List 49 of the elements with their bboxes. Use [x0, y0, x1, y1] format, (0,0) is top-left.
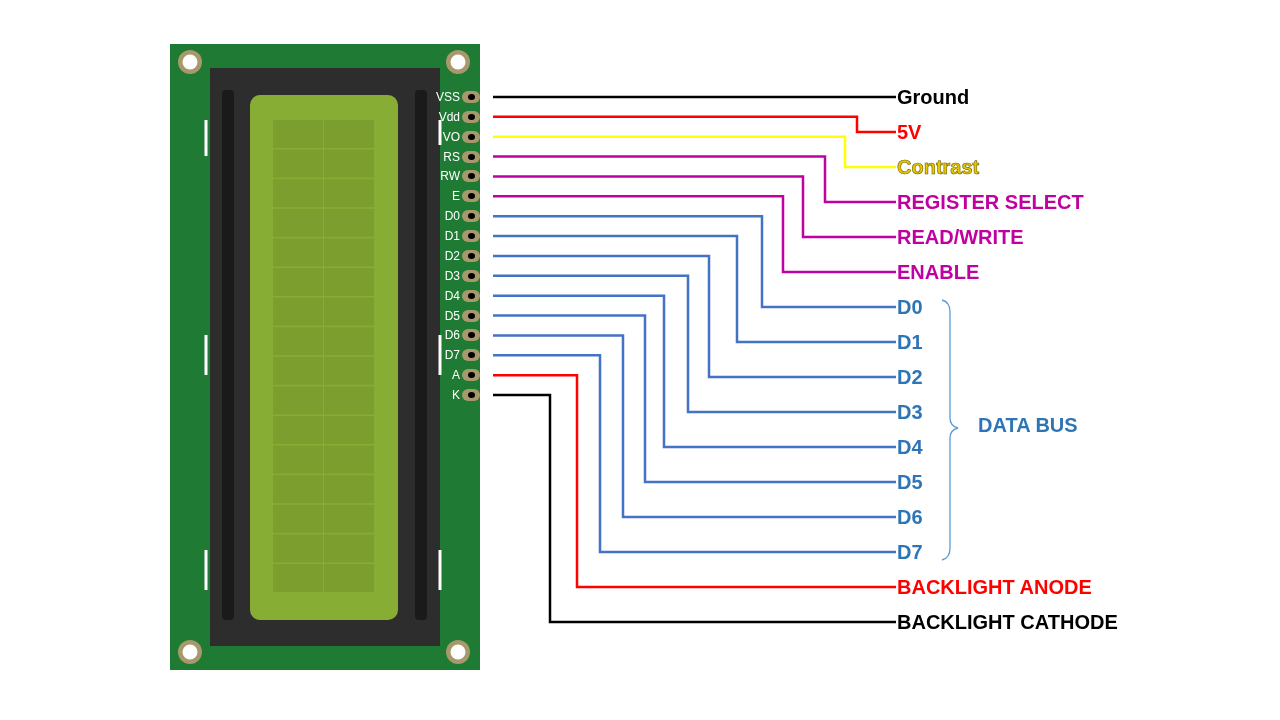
wire	[493, 115, 896, 134]
signal-label: D7	[897, 540, 923, 564]
pin-label: D7	[444, 348, 460, 363]
pin-label: D5	[444, 308, 460, 323]
signal-label: D6	[897, 505, 923, 529]
wire	[493, 175, 896, 239]
signal-label: D5	[897, 470, 923, 494]
signal-label: D1	[897, 330, 923, 354]
pin-label: A	[452, 368, 460, 383]
signal-label: 5V	[897, 120, 922, 144]
signal-label: READ/WRITE	[897, 225, 1024, 249]
pin-label: RW	[440, 169, 460, 184]
signal-label: ENABLE	[897, 260, 980, 284]
wire	[493, 274, 896, 414]
pin-label: D0	[444, 209, 460, 224]
pin-label: K	[452, 388, 460, 403]
signal-label: Ground	[897, 85, 970, 109]
wire	[493, 334, 896, 519]
pin-label: D6	[444, 328, 460, 343]
pin-label: D1	[444, 229, 460, 244]
pin-label: VO	[442, 129, 460, 144]
wire	[493, 95, 896, 99]
wire	[493, 373, 896, 589]
wire	[493, 314, 896, 484]
signal-label: REGISTER SELECT	[897, 190, 1084, 214]
group-label: DATA BUS	[978, 414, 1078, 437]
wire	[493, 294, 896, 449]
wire	[493, 155, 896, 204]
pin-label: D4	[444, 288, 460, 303]
signal-label: D0	[897, 295, 923, 319]
signal-label: Contrast	[897, 155, 980, 179]
pin-label: D2	[444, 248, 460, 263]
signal-label: D2	[897, 365, 923, 389]
pin-label: RS	[443, 149, 460, 164]
wire	[493, 254, 896, 379]
pin-label: VSS	[436, 90, 460, 104]
pin-label: Vdd	[438, 109, 460, 124]
wire	[493, 354, 896, 554]
pin-label: E	[452, 189, 460, 204]
wire	[493, 214, 896, 309]
wire	[493, 234, 896, 344]
signal-label: D4	[897, 435, 923, 459]
signal-label: D3	[897, 400, 923, 424]
pin-label: D3	[444, 268, 460, 283]
signal-label: BACKLIGHT ANODE	[897, 575, 1092, 599]
wire	[493, 135, 896, 169]
wire	[493, 195, 896, 274]
signal-label: BACKLIGHT CATHODE	[897, 610, 1118, 634]
wire	[493, 393, 896, 624]
